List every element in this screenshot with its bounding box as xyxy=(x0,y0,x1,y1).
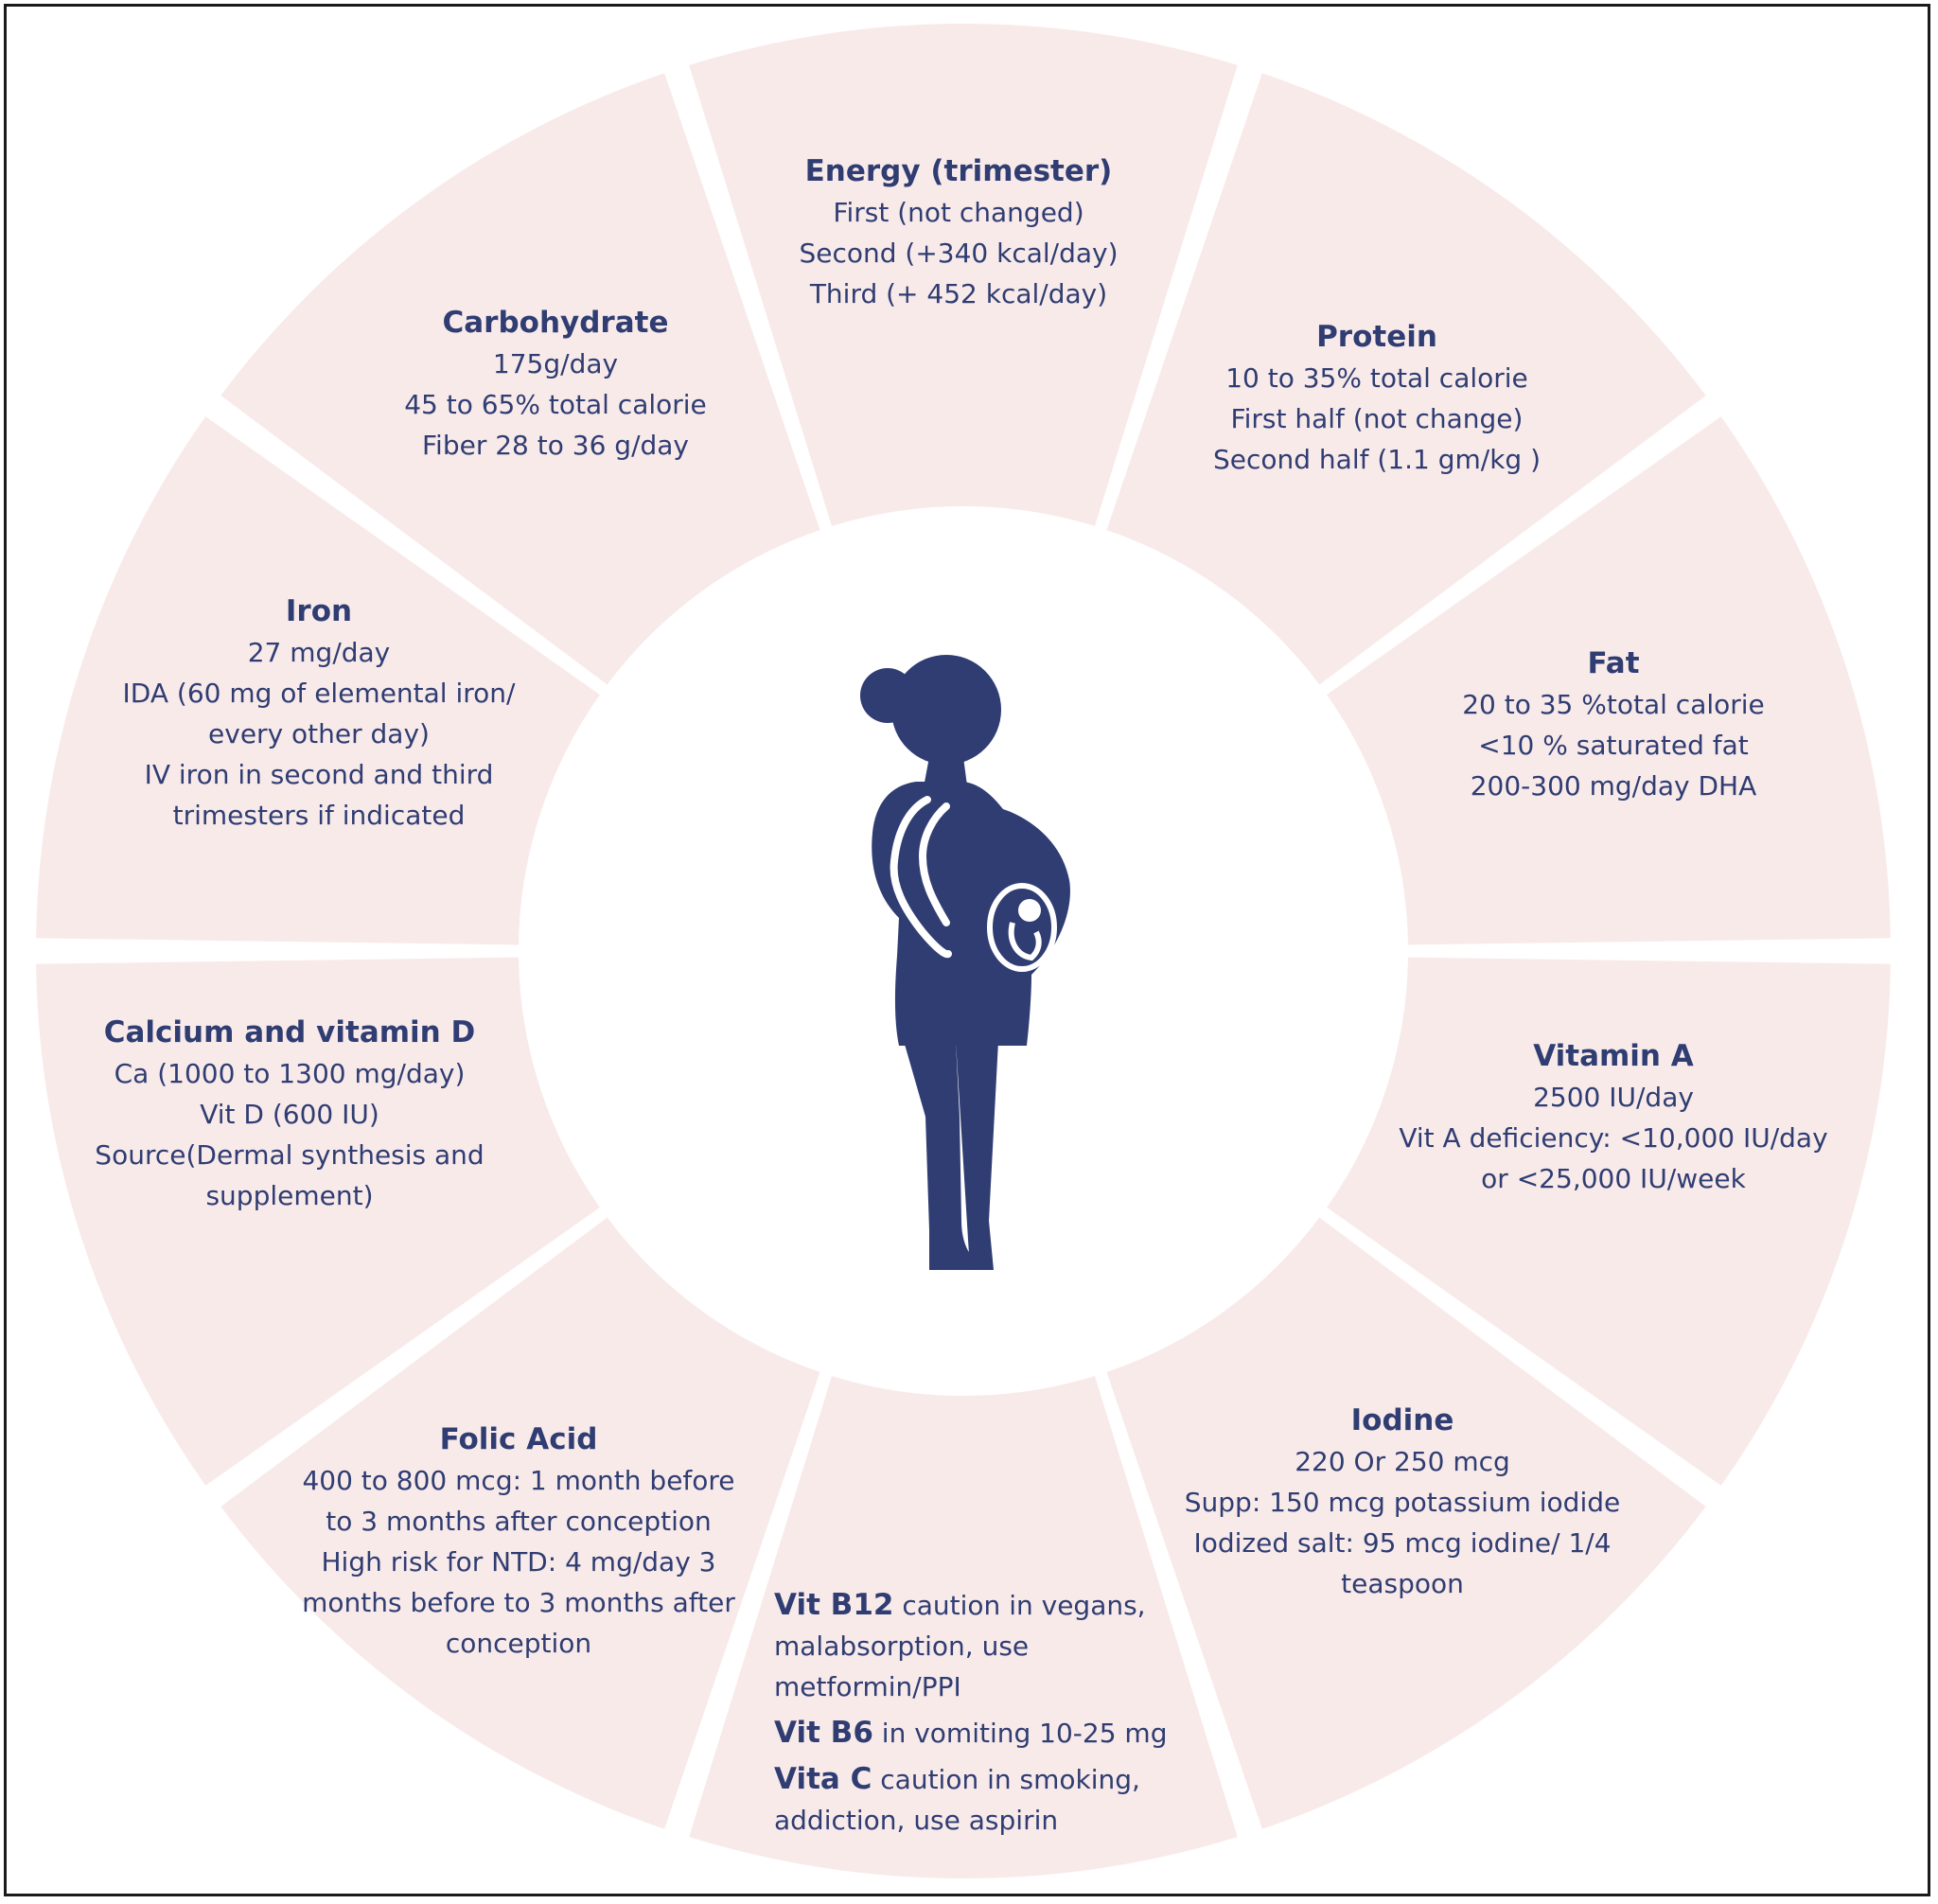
segment-line: supplement) xyxy=(205,1180,374,1211)
segment-line: 175g/day xyxy=(492,348,619,379)
segment-protein: Protein 10 to 35% total calorie First ha… xyxy=(1213,317,1541,480)
segment-line: Vit D (600 IU) xyxy=(200,1099,379,1130)
segment-title: Folic Acid xyxy=(439,1422,598,1456)
segment-fat: Fat 20 to 35 %total calorie <10 % satura… xyxy=(1462,643,1765,806)
segment-line: Second (+340 kcal/day) xyxy=(799,238,1119,269)
segment-line: 200-300 mg/day DHA xyxy=(1470,770,1757,802)
segment-vitamin-a: Vitamin A 2500 IU/day Vit A deficiency: … xyxy=(1399,1036,1827,1199)
vit-b6-row: Vit B6 in vomiting 10-25 mg xyxy=(774,1713,1167,1754)
segment-line: First (not changed) xyxy=(833,197,1084,228)
figure-border xyxy=(4,4,1930,1896)
wheel-segment-iodine xyxy=(1106,1217,1706,1829)
segment-line: teaspoon xyxy=(1341,1568,1464,1599)
segment-line: conception xyxy=(445,1628,592,1659)
segment-folic-acid: Folic Acid 400 to 800 mcg: 1 month befor… xyxy=(302,1419,735,1664)
segment-line: IDA (60 mg of elemental iron/ xyxy=(122,678,516,709)
segment-line: trimesters if indicated xyxy=(172,800,466,831)
segment-line: Supp: 150 mcg potassium iodide xyxy=(1184,1487,1621,1518)
segment-carbohydrate: Carbohydrate 175g/day 45 to 65% total ca… xyxy=(404,303,707,466)
vit-c-row: Vita C caution in smoking, xyxy=(774,1759,1167,1800)
segment-line: 400 to 800 mcg: 1 month before xyxy=(302,1465,735,1496)
wheel-segment-folic-acid xyxy=(220,1217,820,1829)
segment-line: Iodized salt: 95 mcg iodine/ 1/4 xyxy=(1193,1527,1612,1559)
vit-c-label: Vita C xyxy=(774,1762,872,1796)
segment-line: <10 % saturated fat xyxy=(1478,730,1749,761)
segment-iodine: Iodine 220 Or 250 mcg Supp: 150 mcg pota… xyxy=(1185,1401,1620,1604)
vit-b6-text: in vomiting 10-25 mg xyxy=(881,1718,1168,1749)
segment-line: Fiber 28 to 36 g/day xyxy=(421,430,690,461)
vit-b12-label: Vit B12 xyxy=(774,1588,894,1622)
segment-line: to 3 months after conception xyxy=(326,1506,712,1537)
segment-line: Second half (1.1 gm/kg ) xyxy=(1212,444,1542,475)
vit-c-text: caution in smoking, xyxy=(880,1764,1140,1795)
wheel-segment-protein xyxy=(1106,73,1706,685)
wheel-segment-vitamins xyxy=(689,1375,1238,1878)
segment-calcium-vitamin-d: Calcium and vitamin D Ca (1000 to 1300 m… xyxy=(95,1013,484,1216)
vit-b12-text: caution in vegans, xyxy=(902,1590,1146,1621)
segment-line: months before to 3 months after xyxy=(302,1587,735,1618)
segment-line: or <25,000 IU/week xyxy=(1481,1163,1746,1194)
wheel-segment-energy xyxy=(689,23,1238,527)
wheel-segments xyxy=(36,23,1891,1878)
segment-title: Protein xyxy=(1316,320,1437,354)
segment-title: Calcium and vitamin D xyxy=(103,1015,476,1049)
segment-line: High risk for NTD: 4 mg/day 3 xyxy=(321,1546,716,1578)
segment-line: 220 Or 250 mcg xyxy=(1295,1446,1510,1477)
segment-line: 45 to 65% total calorie xyxy=(404,389,707,420)
segment-energy: Energy (trimester) First (not changed) S… xyxy=(799,151,1118,314)
segment-line: 20 to 35 %total calorie xyxy=(1462,689,1765,720)
segment-line: IV iron in second and third xyxy=(144,759,494,790)
vit-b6-label: Vit B6 xyxy=(774,1716,873,1750)
segment-line: Source(Dermal synthesis and xyxy=(95,1139,484,1171)
segment-title: Vitamin A xyxy=(1533,1039,1694,1073)
segment-title: Energy (trimester) xyxy=(804,154,1113,188)
segment-title: Fat xyxy=(1587,646,1640,680)
wheel-segment-iron xyxy=(36,416,600,945)
segment-vitamins: Vit B12 caution in vegans, malabsorption… xyxy=(774,1585,1167,1841)
segment-line: 2500 IU/day xyxy=(1533,1082,1694,1113)
vit-b12-row: metformin/PPI xyxy=(774,1671,961,1702)
segment-line: 10 to 35% total calorie xyxy=(1225,362,1528,394)
segment-line: Ca (1000 to 1300 mg/day) xyxy=(114,1058,466,1089)
segment-iron: Iron 27 mg/day IDA (60 mg of elemental i… xyxy=(123,591,516,836)
segment-line: Third (+ 452 kcal/day) xyxy=(809,278,1108,309)
wheel-segment-fat xyxy=(1327,416,1891,945)
segment-line: 27 mg/day xyxy=(247,637,391,668)
segment-title: Iodine xyxy=(1350,1403,1454,1437)
segment-line: First half (not change) xyxy=(1230,403,1524,434)
vit-c-row: addiction, use aspirin xyxy=(774,1805,1059,1836)
vit-b12-row: malabsorption, use xyxy=(774,1631,1030,1662)
segment-line: Vit A deficiency: <10,000 IU/day xyxy=(1399,1122,1828,1154)
wheel-segment-vitamin-a xyxy=(1327,957,1891,1486)
segment-title: Iron xyxy=(285,594,353,628)
segment-title: Carbohydrate xyxy=(442,306,669,340)
wheel-segment-calcium-vitamin-d xyxy=(36,957,600,1486)
pregnant-woman-icon xyxy=(860,655,1070,1270)
segment-line: every other day) xyxy=(208,718,430,749)
wheel-segment-carbohydrate xyxy=(220,73,820,685)
vit-b12-row: Vit B12 caution in vegans, xyxy=(774,1585,1167,1626)
